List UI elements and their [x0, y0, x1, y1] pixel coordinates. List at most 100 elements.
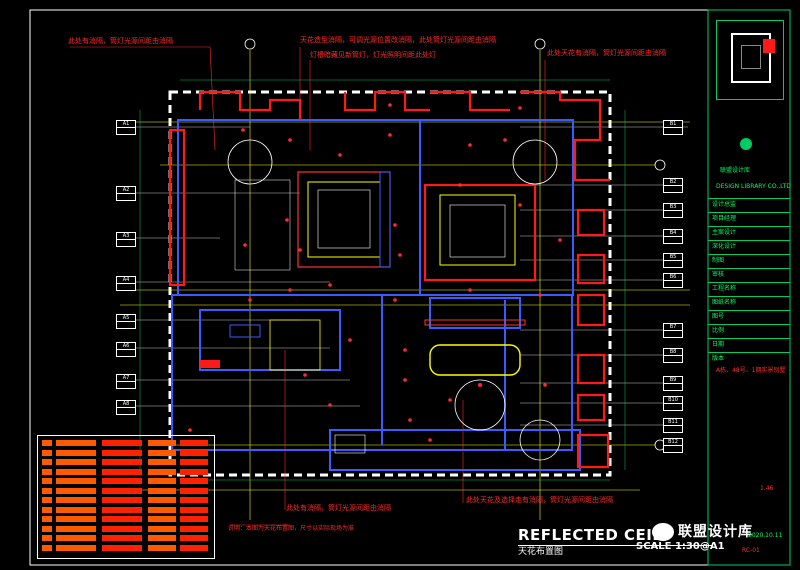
- legend-cell: [42, 440, 52, 446]
- legend-cell: [180, 459, 208, 465]
- company-logo-icon: [740, 138, 752, 150]
- tag-label: A7: [122, 375, 130, 381]
- legend-cell: [180, 516, 208, 522]
- ceiling-features: [200, 139, 561, 461]
- right-tag-4: B4: [663, 229, 683, 244]
- legend-cell: [180, 468, 208, 475]
- legend-cell: [102, 506, 142, 513]
- legend-cell: [102, 516, 142, 522]
- tag-divider: [117, 239, 135, 240]
- tag-divider: [664, 280, 682, 281]
- note-5: 此处有消隔，筒灯光源间距由消隔: [286, 504, 391, 512]
- legend-table: [37, 435, 215, 559]
- legend-cell: [148, 525, 176, 532]
- watermark-text: 联盟设计库: [678, 524, 753, 540]
- note-1: 此处有消隔，筒灯光源间距由消隔: [68, 37, 173, 45]
- legend-cell: [42, 478, 52, 484]
- key-plan-core: [741, 45, 761, 69]
- drawing-scale: SCALE 1:30@A1: [636, 541, 725, 552]
- legend-cell: [42, 544, 52, 551]
- tag-divider: [664, 355, 682, 356]
- legend-row: [42, 487, 208, 494]
- legend-cell: [148, 449, 176, 456]
- title-block-number: RC-01: [742, 547, 760, 554]
- legend-cell: [102, 468, 142, 475]
- legend-cell: [148, 516, 176, 522]
- legend-cell: [42, 449, 52, 456]
- legend-cell: [148, 497, 176, 503]
- title-block-divider: [708, 254, 790, 255]
- title-block-divider: [708, 268, 790, 269]
- title-block-row-label: 设计总监: [712, 201, 737, 208]
- title-block-divider: [708, 282, 790, 283]
- legend-row: [42, 506, 208, 513]
- legend-row: [42, 516, 208, 522]
- tag-label: A6: [122, 343, 130, 349]
- legend-cell: [148, 459, 176, 465]
- title-block-divider: [708, 324, 790, 325]
- right-tag-9: B9: [663, 376, 683, 391]
- tag-label: B8: [669, 349, 677, 355]
- title-block-divider: [708, 226, 790, 227]
- title-block-row-label: 日期: [712, 341, 725, 348]
- title-block-row-label: 深化设计: [712, 243, 737, 250]
- legend-cell: [56, 497, 96, 503]
- legend-row: [42, 459, 208, 465]
- legend-cell: [180, 440, 208, 446]
- legend-cell: [56, 449, 96, 456]
- tag-label: A8: [122, 401, 130, 407]
- legend-row: [42, 535, 208, 541]
- tag-label: B9: [669, 377, 677, 383]
- title-block-project: A栋、48号、1期实景别墅: [716, 367, 786, 374]
- grid-bubbles: [244, 38, 666, 451]
- right-tag-8: B8: [663, 348, 683, 363]
- tag-divider: [117, 407, 135, 408]
- legend-cell: [42, 487, 52, 494]
- legend-cell: [56, 544, 96, 551]
- legend-cell: [56, 487, 96, 494]
- tag-divider: [117, 193, 135, 194]
- legend-cell: [148, 440, 176, 446]
- watermark: 联盟设计库: [652, 521, 792, 543]
- note-3: 灯槽暗藏见新筒灯，灯光照明间距此处灯: [310, 51, 436, 59]
- legend-cell: [102, 449, 142, 456]
- right-tag-1: B1: [663, 120, 683, 135]
- legend-cell: [102, 440, 142, 446]
- legend-cell: [56, 459, 96, 465]
- legend-cell: [148, 487, 176, 494]
- tag-label: A1: [122, 121, 130, 127]
- note-7: 说明：本图为天花布置图，尺寸以实际现场为准: [228, 525, 355, 532]
- legend-cell: [180, 506, 208, 513]
- tag-divider: [664, 236, 682, 237]
- right-tag-12: B12: [663, 438, 683, 453]
- title-block-row-label: 图号: [712, 313, 725, 320]
- tag-label: B6: [669, 274, 677, 280]
- legend-row: [42, 525, 208, 532]
- tag-label: B1: [669, 121, 677, 127]
- legend-cell: [56, 440, 96, 446]
- legend-cell: [42, 525, 52, 532]
- legend-cell: [42, 497, 52, 503]
- light-fixtures: [188, 103, 562, 442]
- legend-cell: [180, 535, 208, 541]
- tag-label: B3: [669, 204, 677, 210]
- title-block-row-label: 版本: [712, 355, 725, 362]
- tag-label: B7: [669, 324, 677, 330]
- title-block-sheet: 1.46: [760, 485, 774, 492]
- key-plan-outline: [731, 33, 771, 83]
- legend-cell: [102, 487, 142, 494]
- legend-cell: [42, 468, 52, 475]
- right-tag-10: B10: [663, 396, 683, 411]
- tag-divider: [117, 283, 135, 284]
- left-tag-5: A5: [116, 314, 136, 329]
- title-block-divider: [708, 296, 790, 297]
- legend-cell: [102, 459, 142, 465]
- legend-cell: [56, 506, 96, 513]
- legend-cell: [42, 459, 52, 465]
- tag-divider: [664, 127, 682, 128]
- legend-row: [42, 544, 208, 551]
- legend-cell: [56, 535, 96, 541]
- legend-cell: [180, 544, 208, 551]
- legend-cell: [180, 449, 208, 456]
